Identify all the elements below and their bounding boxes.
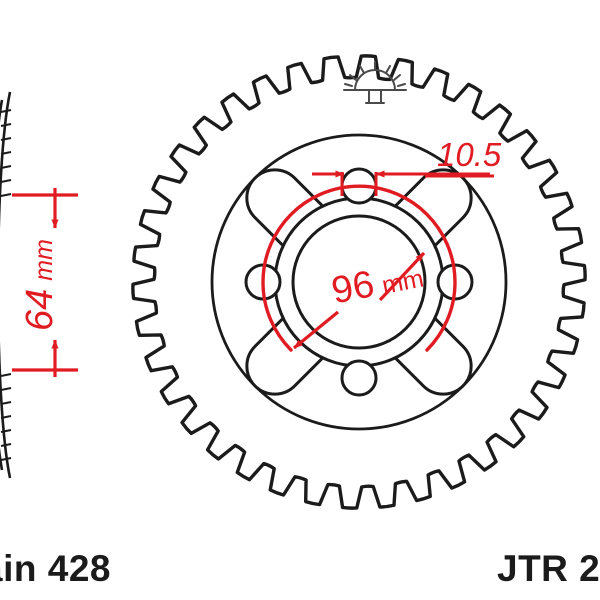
bolt-hole-bottom xyxy=(340,359,378,397)
sprocket-teeth xyxy=(131,54,587,510)
dimension-10_5-label: 10.5 xyxy=(437,136,502,173)
side-profile-teeth-hatch xyxy=(0,109,12,461)
surface-finish-icon xyxy=(343,61,407,104)
dimension-64mm-line xyxy=(12,188,78,377)
dimension-96mm-line xyxy=(292,251,426,350)
side-profile-view xyxy=(0,91,12,479)
center-bore-inner xyxy=(291,214,427,350)
bolt-circle-arc xyxy=(261,184,457,352)
dimension-10_5-line xyxy=(312,170,494,196)
dimension-64mm-label: 64mm xyxy=(19,239,61,331)
chain-size-label: ain 428 xyxy=(0,548,111,589)
dimension-96mm-label: 96mm xyxy=(328,254,426,313)
part-number-label: JTR 2 xyxy=(497,548,600,589)
hub-outer-circle xyxy=(210,133,508,431)
